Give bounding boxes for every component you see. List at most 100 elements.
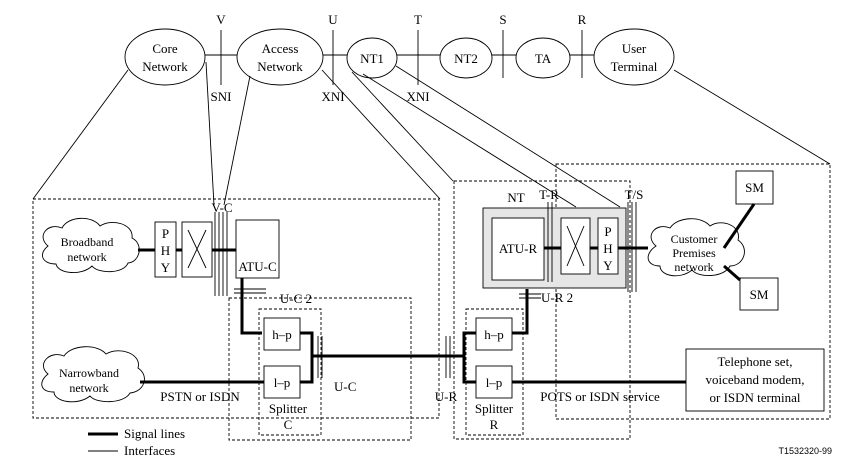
nt-label: NT	[507, 190, 524, 205]
central-office-inner-region	[228, 297, 412, 441]
ur2-label: U-R 2	[541, 290, 573, 305]
phy-letter: P	[604, 224, 611, 239]
telephone-label-1: Telephone set,	[718, 354, 793, 369]
pstn-isdn-label: PSTN or ISDN	[160, 389, 240, 404]
broadband-label-2: network	[67, 250, 106, 264]
sm-label: SM	[745, 180, 764, 195]
signal-line	[300, 331, 314, 384]
narrowband-network-cloud: Narrowband network	[41, 346, 145, 403]
user-terminal-label-1: User	[622, 41, 647, 56]
signal-line	[462, 356, 476, 384]
legend-signal-label: Signal lines	[124, 426, 185, 441]
hp-filter-remote: h–p	[475, 317, 513, 351]
splitter-c-label-2: C	[284, 417, 293, 432]
pots-isdn-label: POTS or ISDN service	[540, 389, 660, 404]
sni-label: SNI	[211, 89, 232, 104]
expansion-line	[32, 69, 129, 200]
splitter-c-label-1: Splitter	[269, 401, 308, 416]
broadband-network-cloud: Broadband network	[42, 217, 140, 273]
ur-label: U-R	[435, 389, 458, 404]
lp-label: l–p	[486, 375, 503, 390]
customer-premises-label-3: network	[674, 260, 713, 274]
sm-box-lower: SM	[739, 277, 779, 311]
uc-label: U-C	[334, 379, 356, 394]
hp-filter-central: h–p	[263, 317, 301, 351]
r-ref-label: R	[578, 12, 587, 27]
ta-node: TA	[515, 37, 571, 79]
customer-premises-region	[555, 163, 831, 420]
signal-line	[512, 289, 529, 335]
telephone-label-3: or ISDN terminal	[710, 390, 801, 405]
expansion-line	[205, 61, 215, 206]
atu-c-block: ATU-C	[235, 219, 280, 279]
expansion-line	[395, 65, 621, 208]
atu-c-label: ATU-C	[238, 259, 276, 274]
vc-label: V-C	[211, 200, 232, 215]
access-network-label-1: Access	[262, 41, 299, 56]
ta-label: TA	[535, 51, 552, 66]
switch-block-remote	[560, 217, 591, 275]
phy-letter: P	[162, 226, 169, 241]
broadband-label-1: Broadband	[61, 235, 114, 249]
user-terminal-label-2: Terminal	[611, 59, 658, 74]
u-ref-label: U	[328, 12, 338, 27]
lp-filter-central: l–p	[263, 365, 301, 399]
nt1-node: NT1	[346, 37, 398, 79]
splitter-r-label-2: R	[490, 417, 499, 432]
signal-line	[240, 278, 262, 335]
atu-r-label: ATU-R	[499, 241, 538, 256]
hp-label: h–p	[484, 327, 504, 342]
sm-label: SM	[750, 287, 769, 302]
expansion-line	[351, 71, 454, 182]
s-ref-label: S	[499, 12, 506, 27]
splitter-r-label-1: Splitter	[475, 401, 514, 416]
sm-box-upper: SM	[735, 170, 774, 205]
customer-premises-label-1: Customer	[671, 232, 718, 246]
signal-line	[722, 203, 756, 249]
expansion-line	[321, 69, 441, 200]
splitter-c-region	[258, 308, 322, 436]
phy-block-central: P H Y	[154, 221, 177, 278]
xni-label-left: XNI	[321, 89, 344, 104]
xni-label-right: XNI	[406, 89, 429, 104]
hp-label: h–p	[272, 327, 292, 342]
nt2-node: NT2	[439, 37, 493, 79]
expansion-line	[362, 73, 577, 208]
customer-premises-network-cloud: Customer Premises network	[647, 218, 745, 277]
legend-interfaces-label: Interfaces	[124, 443, 175, 458]
phy-letter: H	[603, 241, 612, 256]
phy-letter: Y	[603, 258, 613, 273]
lp-filter-remote: l–p	[475, 365, 513, 399]
core-network-label-1: Core	[152, 41, 178, 56]
t-ref-label: T	[414, 12, 422, 27]
nt2-label: NT2	[454, 51, 478, 66]
signal-line	[462, 331, 476, 356]
telephone-terminal-box: Telephone set, voiceband modem, or ISDN …	[685, 348, 825, 412]
expansion-line	[223, 75, 251, 206]
lp-label: l–p	[274, 375, 291, 390]
user-terminal-node: User Terminal	[593, 28, 675, 86]
customer-premises-label-2: Premises	[672, 246, 716, 260]
ts-label: T/S	[625, 187, 644, 202]
atu-r-block: ATU-R	[491, 217, 545, 281]
access-network-node: Access Network	[236, 28, 324, 86]
phy-letter: H	[161, 243, 170, 258]
narrowband-label-1: Narrowband	[59, 366, 119, 380]
central-office-region	[32, 198, 440, 419]
figure-reference: T1532320-99	[778, 446, 832, 456]
switch-block-central	[181, 221, 213, 278]
splitter-r-region	[465, 308, 524, 436]
telephone-label-2: voiceband modem,	[706, 372, 805, 387]
remote-nt-region	[453, 180, 631, 440]
v-ref-label: V	[216, 12, 226, 27]
phy-block-remote: P H Y	[597, 217, 619, 275]
phy-letter: Y	[161, 260, 171, 275]
tr-label: T-R	[539, 187, 559, 202]
nt1-label: NT1	[360, 51, 384, 66]
signal-line	[723, 264, 741, 282]
uc2-label: U-C 2	[280, 291, 312, 306]
core-network-label-2: Network	[142, 59, 188, 74]
access-network-label-2: Network	[257, 59, 303, 74]
narrowband-label-2: network	[69, 381, 108, 395]
